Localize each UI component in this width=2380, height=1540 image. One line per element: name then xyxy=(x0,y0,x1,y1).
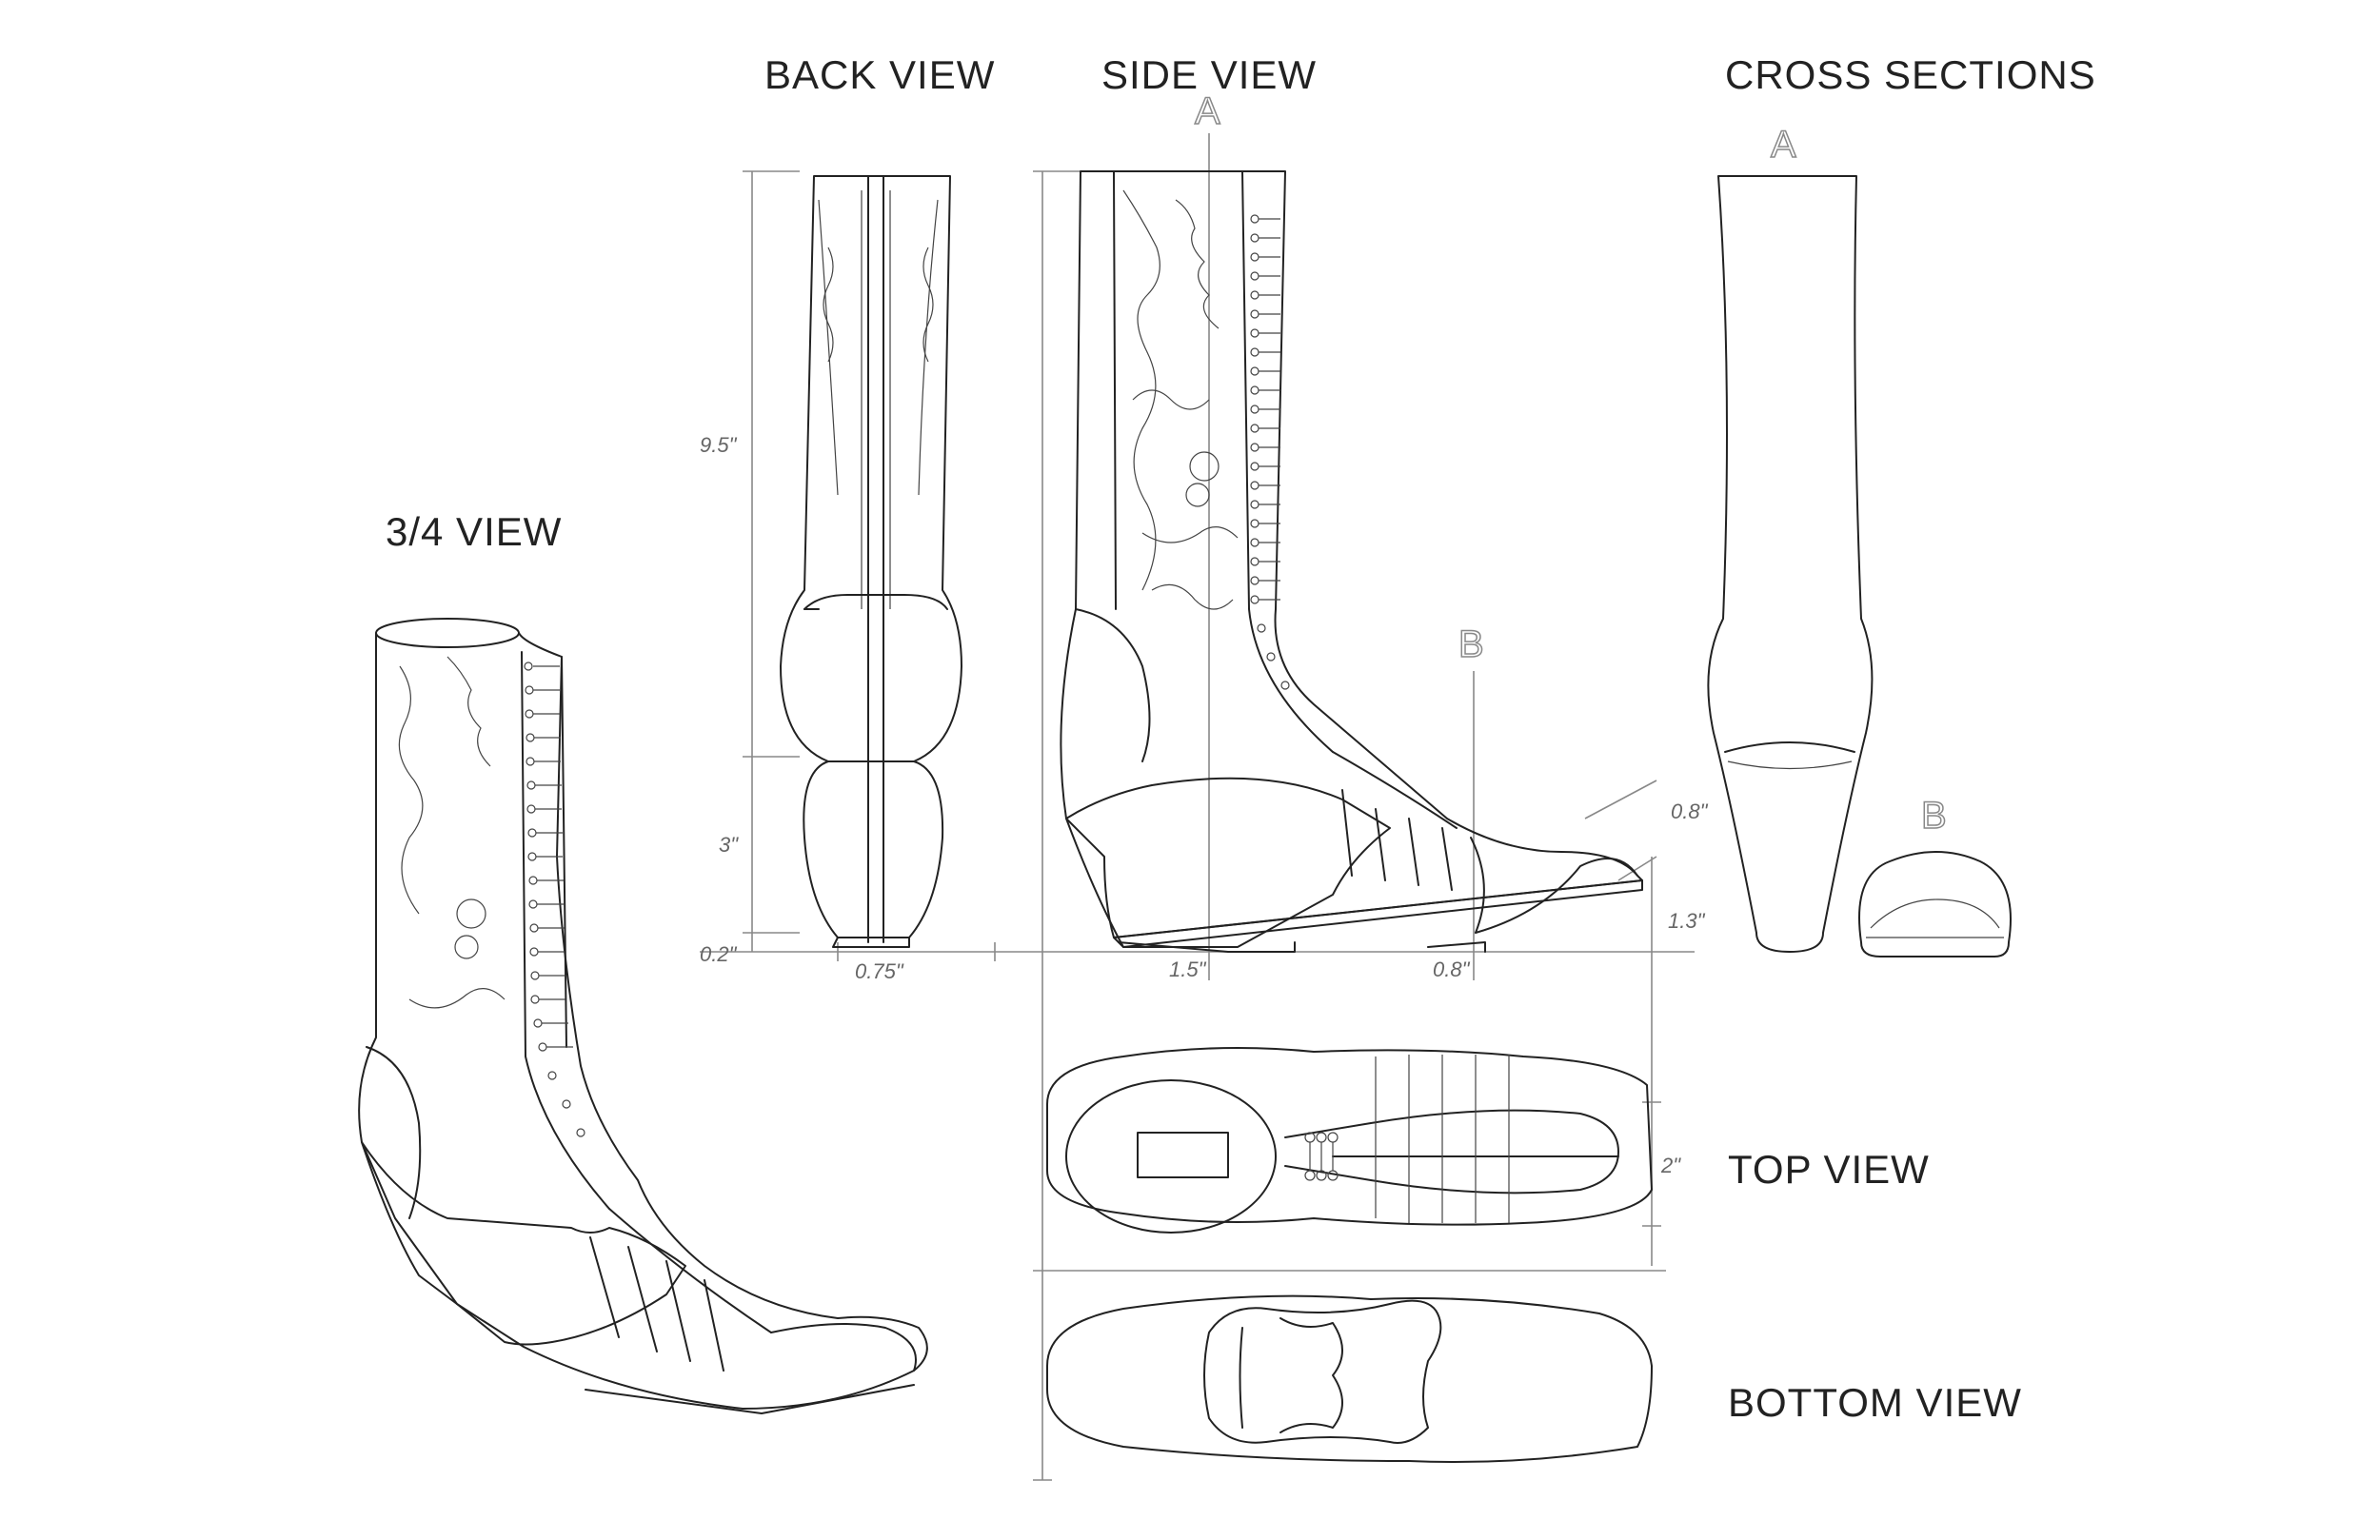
dim-heel-height: 3" xyxy=(719,833,739,857)
section-marker-b-cross: B xyxy=(1920,794,1947,838)
section-marker-b-side: B xyxy=(1458,622,1484,666)
dimension-lines xyxy=(700,133,1695,1481)
cross-section-b xyxy=(1858,851,2012,958)
top-view-label: TOP VIEW xyxy=(1728,1147,1930,1192)
dim-width: 2" xyxy=(1661,1154,1681,1177)
section-marker-a-side: A xyxy=(1194,89,1220,133)
back-view-label: BACK VIEW xyxy=(764,52,996,97)
bottom-view-label: BOTTOM VIEW xyxy=(1728,1380,2022,1425)
dim-forefoot: 0.8" xyxy=(1433,958,1470,981)
side-view-boot xyxy=(1060,170,1643,953)
dim-shaft-height: 9.5" xyxy=(700,433,737,457)
cross-section-a xyxy=(1707,175,1874,953)
three-quarter-view-boot xyxy=(358,618,928,1414)
dim-toe-height: 0.8" xyxy=(1671,800,1708,823)
top-view-boot xyxy=(1046,1047,1653,1234)
side-view-label: SIDE VIEW xyxy=(1101,52,1318,97)
back-view-boot xyxy=(780,175,962,948)
section-marker-a-cross: A xyxy=(1770,123,1796,167)
three-quarter-view-label: 3/4 VIEW xyxy=(386,509,563,554)
dim-sole-thickness: 0.2" xyxy=(700,942,737,966)
dim-heel-width: 0.75" xyxy=(855,959,903,983)
bottom-view-boot xyxy=(1046,1294,1653,1463)
dim-toe-spring: 1.3" xyxy=(1668,909,1705,933)
cross-sections-label: CROSS SECTIONS xyxy=(1725,52,2096,97)
dim-waist: 1.5" xyxy=(1169,958,1206,981)
